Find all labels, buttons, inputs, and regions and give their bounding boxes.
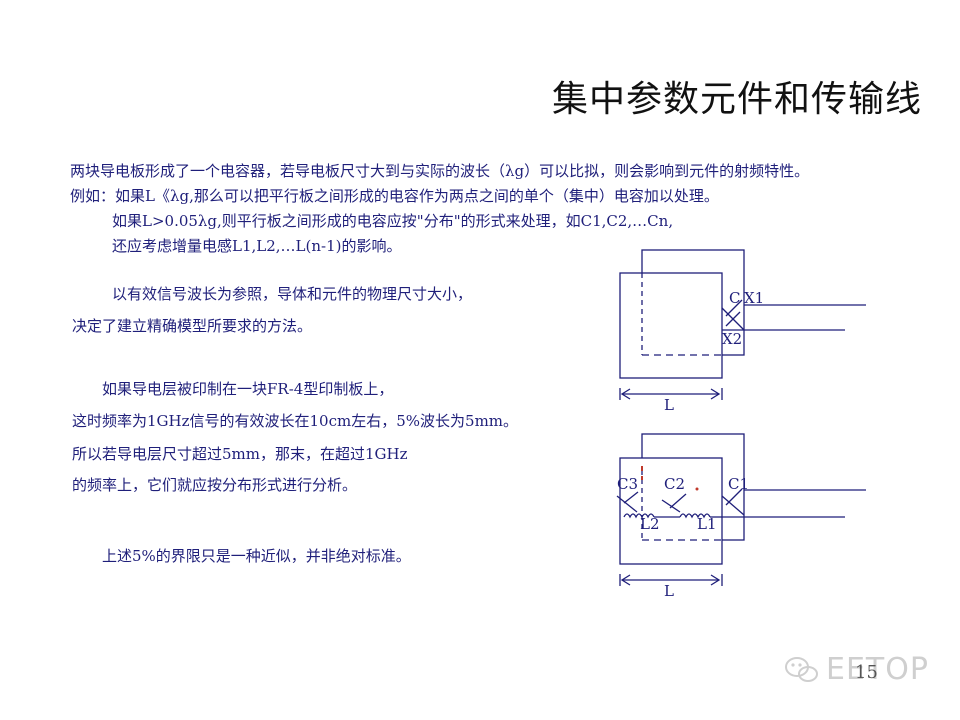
slide-title: 集中参数元件和传输线 bbox=[551, 79, 922, 120]
paragraph-line: 以有效信号波长为参照，导体和元件的物理尺寸大小， bbox=[112, 285, 473, 303]
red-marks bbox=[641, 466, 699, 491]
label-c: C bbox=[729, 289, 740, 307]
paragraph-line: 这时频率为1GHz信号的有效波长在10cm左右，5%波长为5mm。 bbox=[72, 412, 519, 430]
label-l1: L1 bbox=[697, 515, 717, 533]
label-c3: C3 bbox=[617, 475, 638, 493]
capacitor-hatch bbox=[725, 299, 743, 317]
inductor-l2 bbox=[623, 513, 655, 519]
label-l: L bbox=[664, 396, 674, 414]
paragraph-line: 上述5%的界限只是一种近似，并非绝对标准。 bbox=[102, 547, 411, 565]
wechat-icon bbox=[785, 656, 818, 682]
paragraph-line: 如果L>0.05λg,则平行板之间形成的电容应按"分布"的形式来处理，如C1,C… bbox=[112, 212, 674, 230]
lumped-capacitor-diagram bbox=[619, 249, 866, 400]
paragraph-line: 所以若导电层尺寸超过5mm，那末，在超过1GHz bbox=[72, 445, 408, 463]
inductor-l1 bbox=[679, 513, 711, 519]
capacitor-hatch-c3 bbox=[616, 495, 638, 513]
capacitor-hatch-c1 bbox=[721, 495, 745, 516]
dimension-arrow bbox=[710, 388, 721, 400]
capacitor-hatch bbox=[725, 311, 741, 327]
distributed-capacitor-diagram bbox=[616, 433, 866, 586]
watermark: EETOP bbox=[784, 652, 929, 687]
front-plate bbox=[619, 457, 723, 565]
paragraph-line: 决定了建立精确模型所要求的方法。 bbox=[72, 317, 313, 335]
paragraph-line: 例如：如果L《λg,那么可以把平行板之间形成的电容作为两点之间的单个（集中）电容… bbox=[70, 187, 719, 205]
label-x2: X2 bbox=[722, 330, 742, 348]
page-number: 15 bbox=[855, 662, 878, 683]
dimension-arrow bbox=[620, 388, 631, 400]
dimension-arrow bbox=[710, 574, 721, 586]
label-c2: C2 bbox=[664, 475, 685, 493]
paragraph-line: 如果导电层被印制在一块FR-4型印制板上， bbox=[102, 380, 394, 398]
label-l: L bbox=[664, 582, 674, 600]
watermark-text: EETOP bbox=[826, 652, 929, 687]
label-c1: C1 bbox=[728, 475, 749, 493]
capacitor-hatch-c2 bbox=[661, 499, 681, 513]
red-mark bbox=[641, 476, 643, 480]
capacitor-hatch-c3 bbox=[623, 491, 639, 504]
label-l2: L2 bbox=[640, 515, 660, 533]
capacitor-hatch-c1 bbox=[725, 488, 743, 506]
paragraph-line: 还应考虑增量电感L1,L2,…L(n-1)的影响。 bbox=[112, 237, 402, 255]
red-mark bbox=[641, 466, 643, 471]
front-plate bbox=[619, 272, 723, 379]
paragraph-line: 的频率上，它们就应按分布形式进行分析。 bbox=[72, 476, 358, 494]
capacitor-hatch-c2 bbox=[669, 493, 687, 509]
label-x1: X1 bbox=[744, 289, 764, 307]
dimension-arrow bbox=[620, 574, 631, 586]
paragraph-line: 两块导电板形成了一个电容器，若导电板尺寸大到与实际的波长（λg）可以比拟，则会影… bbox=[70, 162, 810, 180]
red-mark bbox=[695, 487, 699, 491]
